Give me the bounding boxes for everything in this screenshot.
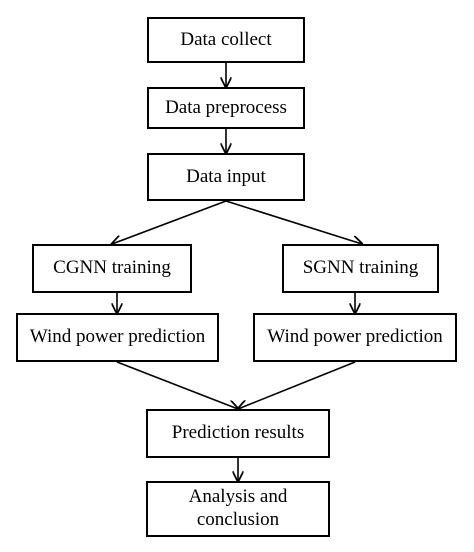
arrow-input-to-sgnn xyxy=(225,200,362,244)
wind-power-prediction-left-label: Wind power prediction xyxy=(29,326,206,348)
analysis-conclusion-label-line1: Analysis and xyxy=(188,486,288,508)
data-collect-label: Data collect xyxy=(180,28,272,50)
data-preprocess-box: Data preprocess xyxy=(147,87,305,129)
arrow-wind-left-to-results xyxy=(116,361,238,409)
cgnn-training-box: CGNN training xyxy=(32,244,192,293)
prediction-results-label: Prediction results xyxy=(171,422,305,444)
analysis-conclusion-label-line2: conclusion xyxy=(196,509,280,530)
wind-power-prediction-right-box: Wind power prediction xyxy=(253,313,457,362)
data-input-box: Data input xyxy=(147,153,305,201)
cgnn-training-label: CGNN training xyxy=(53,257,171,279)
arrow-input-to-cgnn xyxy=(112,200,227,244)
sgnn-training-label: SGNN training xyxy=(302,257,419,279)
analysis-conclusion-box: Analysis and conclusion xyxy=(146,481,330,537)
wind-power-prediction-right-label: Wind power prediction xyxy=(267,326,443,348)
arrow-wind-right-to-results xyxy=(238,361,356,409)
wind-power-prediction-left-box: Wind power prediction xyxy=(16,313,219,362)
data-collect-box: Data collect xyxy=(147,17,305,63)
prediction-results-box: Prediction results xyxy=(146,409,330,458)
data-input-label: Data input xyxy=(186,165,266,187)
sgnn-training-box: SGNN training xyxy=(282,244,439,293)
data-preprocess-label: Data preprocess xyxy=(165,96,287,118)
